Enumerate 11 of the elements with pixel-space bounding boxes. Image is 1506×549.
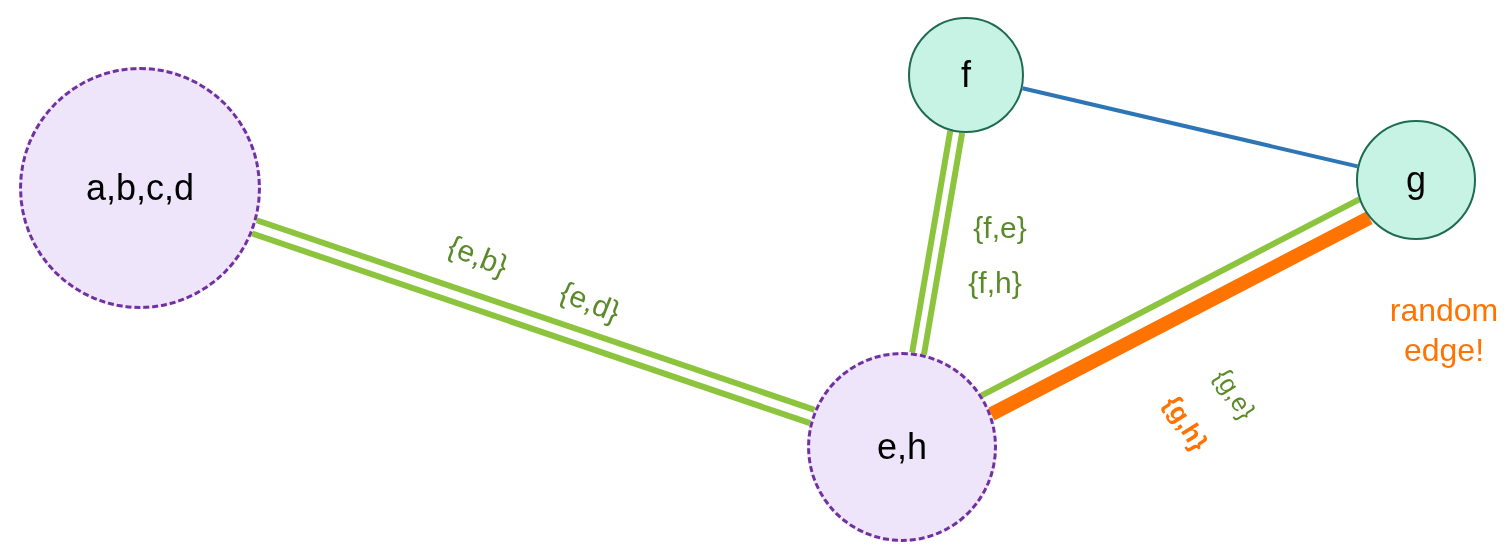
node-label: f (961, 53, 971, 97)
edge-label: {e,d} (555, 276, 625, 328)
edge-label: {e,b} (443, 230, 513, 282)
edge-line (987, 211, 1373, 421)
note-text: random edge! (1388, 291, 1500, 370)
edge-label: {f,h} (968, 268, 1022, 298)
edge-label: {f,e} (973, 213, 1027, 243)
node-label: e,h (876, 425, 927, 469)
node-label: a,b,c,d (85, 166, 195, 210)
node-label: g (1406, 158, 1426, 202)
edge-line (980, 196, 1361, 399)
